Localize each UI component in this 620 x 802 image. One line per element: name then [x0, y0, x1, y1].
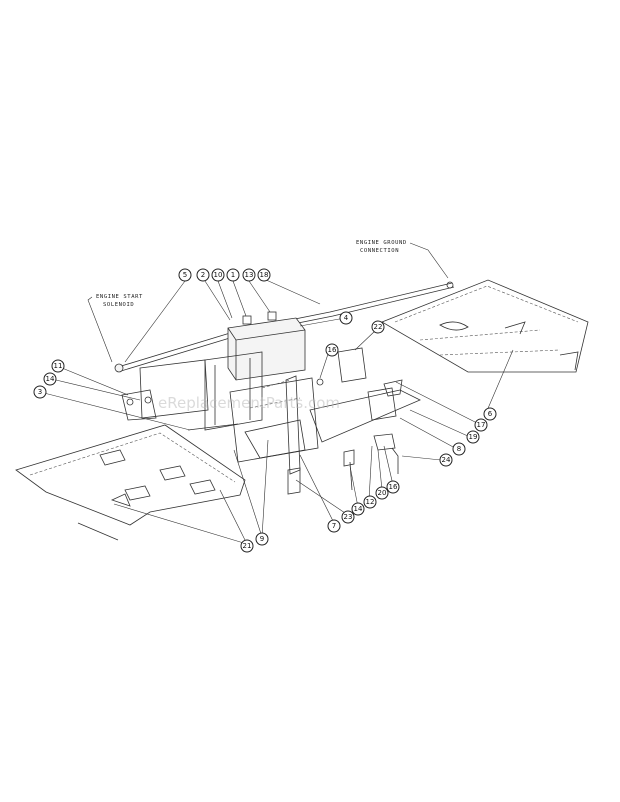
svg-text:12: 12 [366, 498, 375, 506]
callout-8: 8 [452, 442, 466, 456]
svg-text:2: 2 [201, 271, 205, 279]
callout-2: 2 [196, 268, 210, 282]
svg-text:7: 7 [332, 522, 336, 530]
callout-18: 18 [257, 268, 271, 282]
callout-23: 23 [341, 510, 355, 524]
svg-text:6: 6 [488, 410, 493, 418]
callout-13: 13 [242, 268, 256, 282]
svg-text:8: 8 [457, 445, 461, 453]
svg-text:13: 13 [245, 271, 254, 279]
svg-text:21: 21 [243, 542, 252, 550]
svg-text:10: 10 [214, 271, 223, 279]
right-electrical-panel [309, 347, 421, 491]
callout-6: 6 [483, 407, 497, 421]
svg-text:16: 16 [328, 346, 337, 354]
callout-4: 4 [339, 311, 353, 325]
svg-text:18: 18 [260, 271, 269, 279]
center-frame [204, 351, 319, 495]
callout-14-left: 14 [43, 372, 57, 386]
svg-text:22: 22 [374, 323, 383, 331]
svg-text:23: 23 [344, 513, 353, 521]
svg-text:3: 3 [38, 388, 42, 396]
svg-text:1: 1 [231, 271, 235, 279]
svg-text:9: 9 [260, 535, 264, 543]
callout-14-right: 14 [351, 502, 365, 516]
svg-text:14: 14 [354, 505, 363, 513]
callout-1: 1 [226, 268, 240, 282]
svg-text:16: 16 [389, 483, 398, 491]
svg-text:11: 11 [54, 362, 63, 370]
callout-21: 21 [240, 539, 254, 553]
watermark-text: eReplacementParts.com [158, 394, 340, 412]
callout-9: 9 [255, 532, 269, 546]
left-console-plate [121, 359, 239, 431]
callout-19: 19 [466, 430, 480, 444]
svg-text:17: 17 [477, 421, 486, 429]
callout-22: 22 [371, 320, 385, 334]
callout-16-top: 16 [325, 343, 339, 357]
svg-text:5: 5 [183, 271, 187, 279]
callout-12: 12 [363, 495, 377, 509]
engine-start-label: ENGINE START SOLENOID [87, 294, 143, 363]
callout-11: 11 [51, 359, 65, 373]
right-deck-plate [381, 279, 589, 373]
callout-7: 7 [327, 519, 341, 533]
callout-16-bottom: 16 [386, 480, 400, 494]
callout-5: 5 [178, 268, 192, 282]
callout-10: 10 [211, 268, 225, 282]
svg-text:19: 19 [469, 433, 478, 441]
battery [227, 311, 306, 381]
engine-start-line2: SOLENOID [103, 302, 134, 308]
engine-ground-line1: ENGINE GROUND [356, 240, 407, 246]
callout-17: 17 [474, 418, 488, 432]
engine-start-line1: ENGINE START [96, 294, 143, 300]
svg-text:14: 14 [46, 375, 55, 383]
callout-leaders [43, 278, 514, 545]
engine-ground-label: ENGINE GROUND CONNECTION [356, 240, 449, 279]
svg-text:20: 20 [378, 489, 387, 497]
engine-ground-line2: CONNECTION [360, 248, 399, 254]
callout-20: 20 [375, 486, 389, 500]
left-floor-plate [15, 424, 246, 541]
callout-24: 24 [439, 453, 453, 467]
callout-3: 3 [33, 385, 47, 399]
svg-text:24: 24 [442, 456, 451, 464]
svg-text:4: 4 [344, 314, 349, 322]
